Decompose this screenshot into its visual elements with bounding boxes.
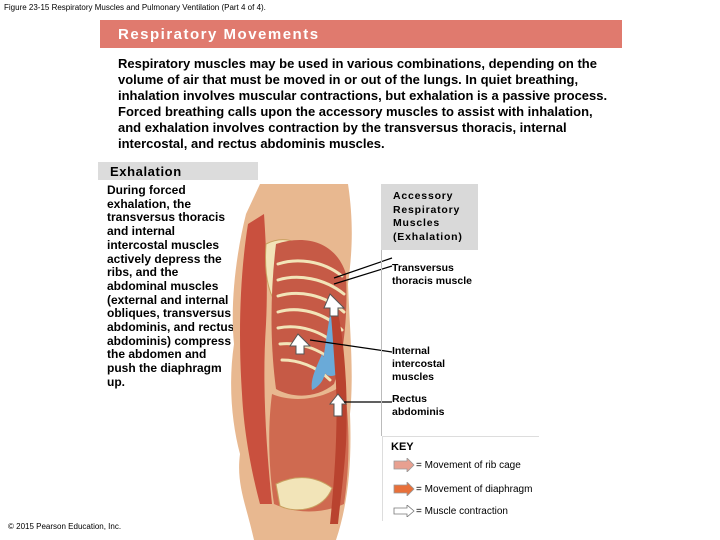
label-internal-intercostal: Internal intercostal muscles [392,345,446,383]
intro-text-1: Respiratory muscles may be used in vario… [118,56,597,87]
intro-text-3: calls upon the accessory muscles to assi… [118,104,593,151]
term-quiet-breathing: quiet breathing [480,72,575,87]
torso-illustration [226,184,386,540]
key-title: KEY [391,441,414,453]
intro-paragraph: Respiratory muscles may be used in vario… [118,56,618,152]
back-muscle [240,214,272,504]
copyright: © 2015 Pearson Education, Inc. [8,522,122,531]
key-muscle-contraction [393,505,415,521]
panel-divider [381,250,382,436]
muscle-contraction-arrow-icon [393,505,415,517]
intro-text-2: , inhalation involves muscular contracti… [118,72,608,103]
title-banner [100,20,622,48]
label-rectus-abdominis: Rectus abdominis [392,393,445,418]
term-forced-breathing: Forced breathing [118,104,225,119]
rib-cage-arrow-icon [393,458,415,472]
banner-title: Respiratory Movements [118,26,320,43]
transversus-highlight [311,354,326,390]
diaphragm-arrow-icon [393,482,415,496]
accessory-muscles-heading: Accessory Respiratory Muscles (Exhalatio… [393,190,463,243]
section-header-bar [98,162,258,180]
key-text-muscle-contraction: = Muscle contraction [416,506,508,517]
pelvis [275,477,333,511]
figure-caption: Figure 23-15 Respiratory Muscles and Pul… [4,3,266,12]
exhalation-description: During forced exhalation, the transversu… [107,183,235,389]
section-title: Exhalation [110,164,182,179]
key-text-diaphragm: = Movement of diaphragm [416,484,533,495]
key-panel [382,436,539,521]
key-text-rib-cage: = Movement of rib cage [416,460,521,471]
accessory-muscles-panel [381,184,478,250]
label-transversus-thoracis: Transversus thoracis muscle [392,262,472,287]
diaphragm-arrow-icon [289,333,312,355]
abdominal-arrow-icon [328,393,348,417]
key-diaphragm [393,482,415,498]
key-rib-cage [393,458,415,474]
exhalation-arrow-icon [323,293,346,317]
